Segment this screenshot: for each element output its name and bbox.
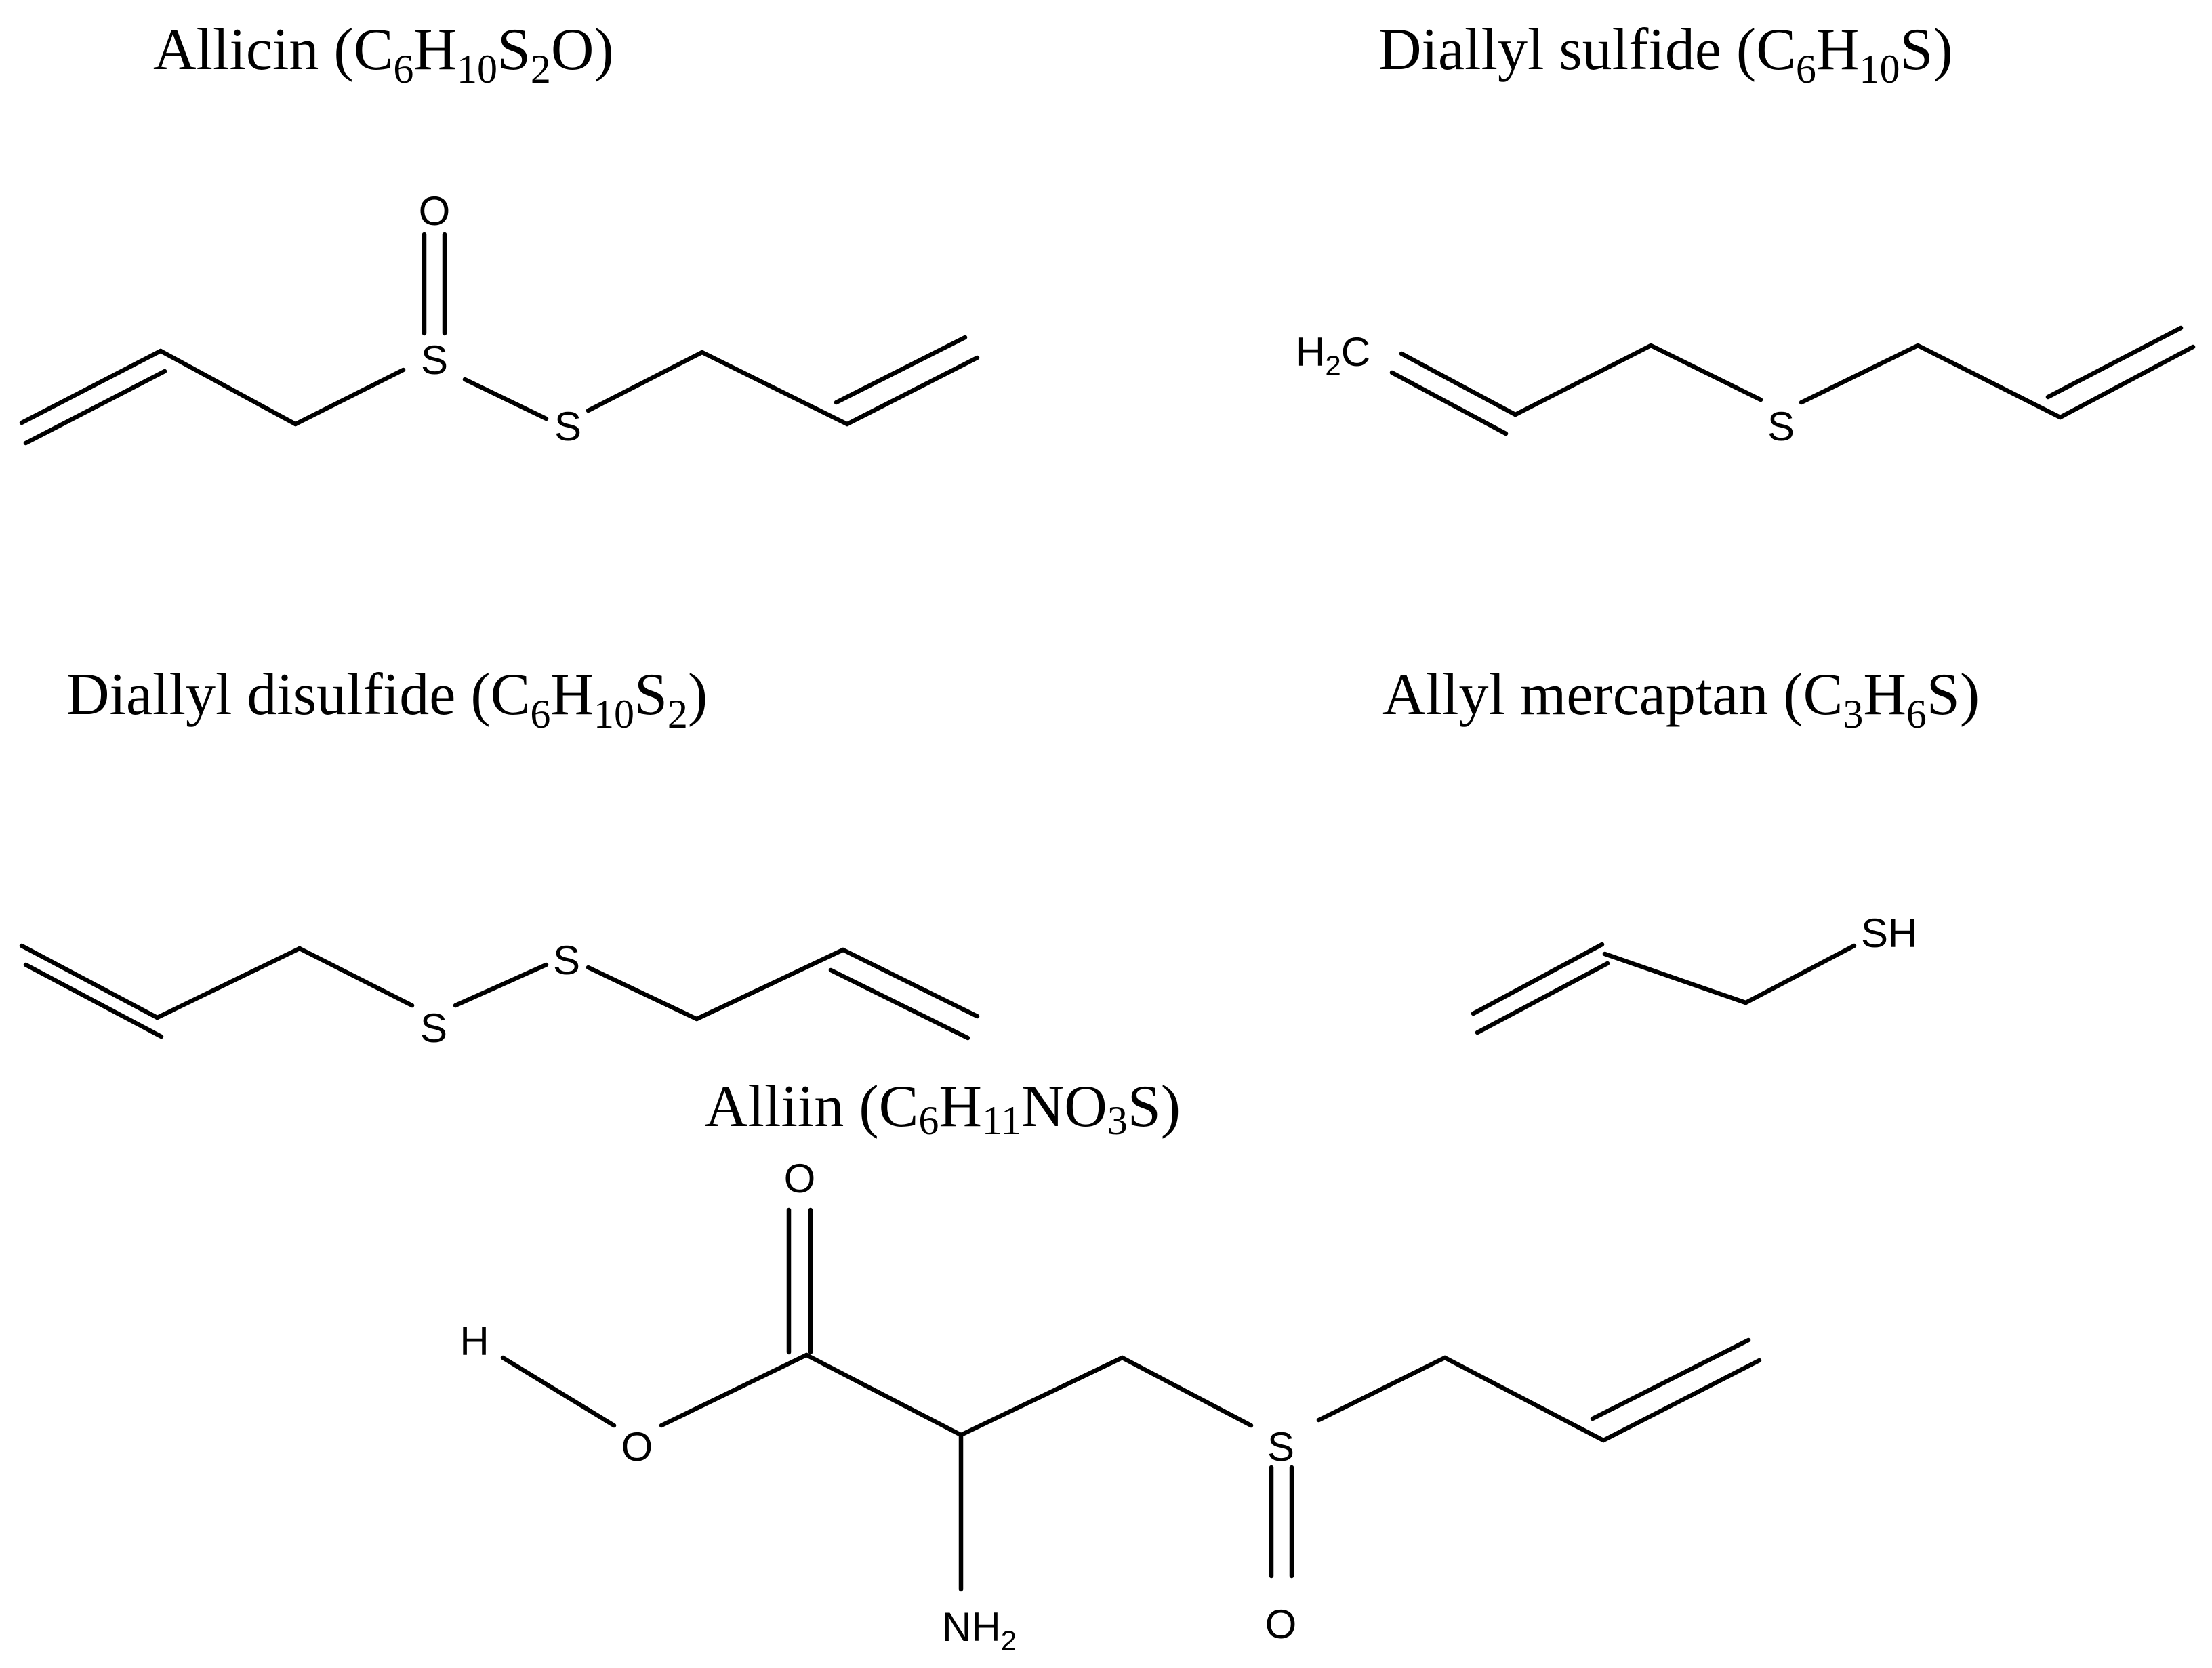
molecule-alliin: Alliin (C6H11NO3S) H O O NH2 S O (459, 1074, 1762, 1656)
atom-alliin-amine: NH2 (942, 1604, 1017, 1656)
atom-dsulfide-sulfur: S (1767, 404, 1795, 449)
bonds-allyl-mercaptan (1471, 942, 1857, 1035)
atom-alliin-sulfur: S (1267, 1424, 1294, 1469)
bond-dsulfide-c2-c3 (1513, 343, 1654, 417)
atom-alliin-hydroxyl-o: O (621, 1424, 653, 1469)
bond-dsulfide-c3-s (1648, 343, 1763, 402)
bond-allicin-double-d (834, 335, 968, 405)
molecule-allyl-mercaptan: Allyl mercaptan (C3H6S) SH (1382, 662, 1980, 1035)
bond-allicin-c3-s (293, 367, 406, 427)
bond-alliin-h-o (500, 1355, 617, 1428)
bond-allicin-c4-c5 (699, 350, 850, 427)
bond-ddisulfide-c3-s (297, 946, 415, 1008)
bond-ddisulfide-double-c (840, 947, 980, 1019)
atom-ddisulfide-sulfur-2: S (553, 938, 580, 983)
bond-alliin-s-c4 (1316, 1355, 1448, 1423)
bonds-alliin (500, 1207, 1762, 1592)
bond-dsulfide-s-c4 (1799, 343, 1921, 405)
bond-ddisulfide-c2-c3 (155, 946, 302, 1020)
bond-dsulfide-double-c (2057, 344, 2196, 420)
bond-ddisulfide-s-c4 (586, 965, 699, 1022)
molecule-allicin: Allicin (C6H10S2O) O S S (19, 17, 980, 449)
bond-mercaptan-double-b (1475, 961, 1610, 1035)
atom-allicin-thio-s: S (554, 404, 581, 449)
bond-dsulfide-double-a (1399, 351, 1518, 417)
bond-mercaptan-c3-s (1743, 943, 1857, 1005)
atom-alliin-hydroxyl-h: H (459, 1318, 489, 1364)
atom-alliin-carbonyl-o: O (784, 1156, 816, 1201)
bond-alliin-c1-c2 (804, 1352, 964, 1438)
bond-alliin-double-a (1601, 1358, 1762, 1443)
bond-alliin-c4-c5 (1442, 1355, 1606, 1443)
atom-allicin-oxygen: O (419, 188, 451, 234)
bond-allicin-double-a (19, 348, 163, 425)
atom-mercaptan-thiol: SH (1861, 911, 1917, 956)
molecule-diallyl-disulfide: Diallyl disulfide (C6H10S2) S S (19, 662, 980, 1051)
title-diallyl-disulfide: Diallyl disulfide (C6H10S2) (66, 662, 708, 736)
atom-ddisulfide-sulfur-1: S (420, 1005, 447, 1051)
bond-ddisulfide-double-d (828, 967, 970, 1041)
bonds-diallyl-disulfide (19, 943, 980, 1041)
bonds-allicin (19, 232, 980, 446)
bond-ddisulfide-c4-c5 (694, 947, 846, 1022)
title-allyl-mercaptan: Allyl mercaptan (C3H6S) (1382, 662, 1980, 736)
bond-alliin-o-c1 (659, 1352, 809, 1428)
bonds-diallyl-sulfide (1389, 325, 2196, 436)
bond-mercaptan-c2-c3 (1602, 951, 1748, 1005)
atom-dsulfide-h2c: H2C (1296, 329, 1370, 381)
bond-mercaptan-double-a (1471, 942, 1605, 1016)
bond-allicin-double-c (844, 355, 980, 427)
title-allicin: Allicin (C6H10S2O) (153, 17, 614, 91)
bond-allicin-c2-c3 (158, 348, 298, 427)
molecule-diallyl-sulfide: Diallyl sulfide (C6H10S) H2C S (1296, 17, 2196, 449)
bond-dsulfide-c4-c5 (1915, 343, 2063, 420)
bond-ddisulfide-double-b (23, 962, 164, 1039)
atom-alliin-sulfoxide-o: O (1265, 1602, 1297, 1647)
bond-allicin-s-s (462, 377, 549, 421)
bond-alliin-c3-s (1120, 1355, 1254, 1428)
bond-dsulfide-double-b (1389, 370, 1509, 436)
bond-ddisulfide-double-a (19, 943, 160, 1020)
bond-dsulfide-double-d (2045, 325, 2184, 400)
bond-alliin-c2-c3 (958, 1355, 1125, 1438)
bond-allicin-s-c4 (586, 350, 705, 413)
bond-alliin-double-b (1590, 1337, 1751, 1421)
atom-allicin-sulfoxide-s: S (421, 337, 448, 383)
title-diallyl-sulfide: Diallyl sulfide (C6H10S) (1378, 17, 1953, 91)
bond-ddisulfide-s-s (453, 962, 549, 1008)
title-alliin: Alliin (C6H11NO3S) (705, 1074, 1181, 1143)
bond-allicin-double-b (23, 369, 167, 446)
